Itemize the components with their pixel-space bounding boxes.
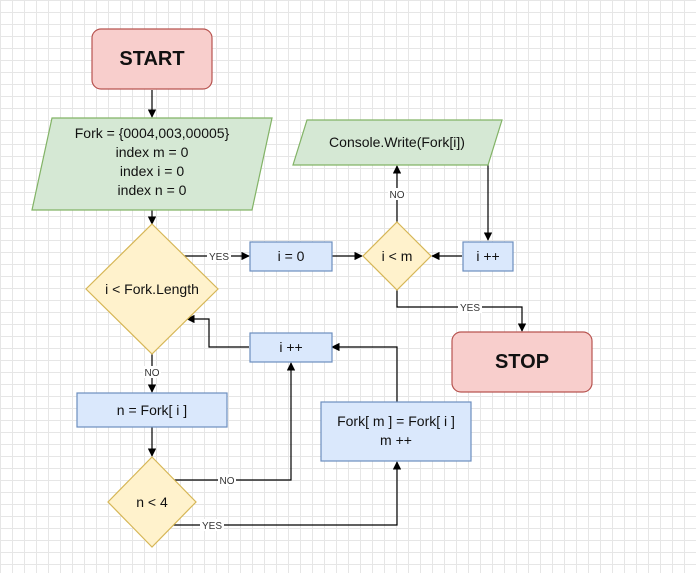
fork-m-line-1: Fork[ m ] = Fork[ i ]: [337, 413, 455, 429]
set-i0-label: i = 0: [278, 248, 305, 264]
start-label: START: [119, 48, 184, 70]
stop-node: [451, 331, 593, 393]
edge-label-n-no: NO: [220, 476, 235, 487]
set-i0-process: [249, 241, 333, 272]
inc-i-mid-process: [249, 332, 333, 363]
fork-m-process: [320, 401, 472, 462]
edge-label-len-no: NO: [145, 368, 160, 379]
inc-i-mid-label: i ++: [279, 339, 302, 355]
inc-i-right-process: [462, 241, 514, 272]
console-io-node: [292, 119, 503, 166]
init-line-1: Fork = {0004,003,00005}: [75, 125, 230, 141]
console-label: Console.Write(Fork[i]): [329, 134, 465, 150]
init-line-3: index i = 0: [120, 163, 184, 179]
edge-incmid-to-len: [186, 314, 249, 348]
cond-im-label: i < m: [382, 248, 413, 264]
start-node: [91, 28, 213, 90]
edge-label-len-yes: YES: [209, 252, 229, 263]
init-io-node: [31, 117, 273, 211]
edge-condn-no-to-incmid: [174, 362, 296, 481]
cond-length-label: i < Fork.Length: [105, 281, 199, 297]
cond-n-decision: [107, 456, 197, 548]
edge-label-im-yes: YES: [460, 303, 480, 314]
init-line-2: index m = 0: [116, 144, 189, 160]
cond-n-label: n < 4: [136, 494, 168, 510]
init-line-4: index n = 0: [118, 182, 187, 198]
n-assign-label: n = Fork[ i ]: [117, 402, 187, 418]
edge-label-n-yes: YES: [202, 521, 222, 532]
inc-i-right-label: i ++: [476, 248, 499, 264]
edge-forkm-to-incmid: [331, 342, 398, 402]
cond-length-decision: [85, 223, 219, 355]
fork-m-line-2: m ++: [380, 432, 412, 448]
n-assign-process: [76, 392, 228, 428]
stop-label: STOP: [495, 351, 549, 373]
cond-im-decision: [362, 221, 432, 291]
edge-condn-yes-to-forkm: [152, 461, 402, 526]
edge-label-im-no: NO: [390, 190, 405, 201]
